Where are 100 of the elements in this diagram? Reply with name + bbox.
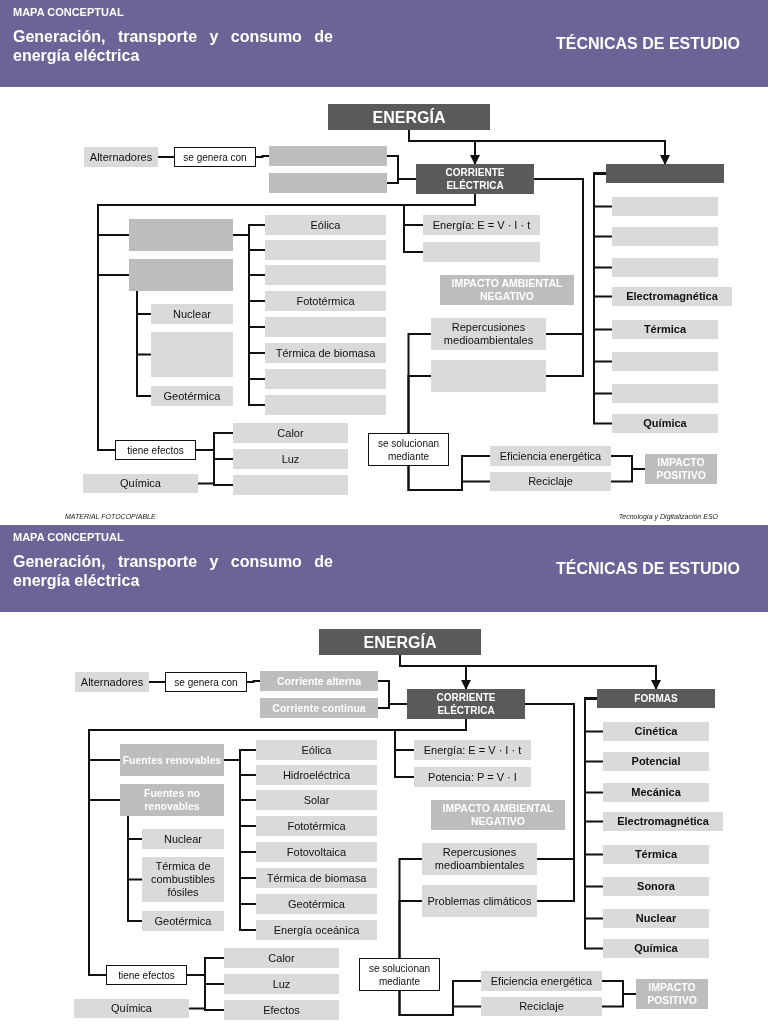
concept-box: Fototérmica	[256, 816, 377, 836]
page-title: Generación, transporte y consumo de energía eléctrica	[13, 27, 333, 65]
concept-box: Eficiencia energética	[490, 446, 611, 466]
concept-box: Electromagnética	[603, 812, 723, 831]
connector-line	[127, 815, 143, 922]
connector-line	[610, 468, 646, 483]
answer-box	[265, 265, 386, 285]
answer-box	[129, 219, 233, 251]
answer-box	[612, 384, 718, 403]
heading-box: CORRIENTE ELÉCTRICA	[407, 689, 525, 719]
concept-box: Eólica	[256, 740, 377, 760]
heading-box: CORRIENTE ELÉCTRICA	[416, 164, 534, 194]
connector-line	[136, 290, 152, 397]
answer-box	[431, 360, 546, 392]
answer-box	[265, 395, 386, 415]
heading-box: ENERGÍA	[319, 629, 481, 655]
connector-line	[407, 465, 491, 491]
answer-box	[269, 146, 387, 166]
connector-line	[407, 375, 432, 434]
linking-phrase-box: se solucionan mediante	[359, 958, 440, 991]
connector-line	[148, 681, 166, 683]
category-box: Corriente continua	[260, 698, 378, 718]
section-label: MAPA CONCEPTUAL	[13, 5, 125, 19]
concept-box: Térmica de combustibles fósiles	[142, 857, 224, 902]
concept-box: Luz	[224, 974, 339, 994]
linking-phrase-box: tiene efectos	[115, 440, 196, 460]
answer-box	[612, 197, 718, 216]
concept-box: Calor	[224, 948, 339, 968]
concept-box: Fotovoltaica	[256, 842, 377, 862]
concept-box: Geotérmica	[256, 894, 377, 914]
connector-line	[255, 155, 270, 158]
concept-box: Nuclear	[603, 909, 709, 928]
concept-box: Térmica de biomasa	[265, 343, 386, 363]
concept-box: Energía oceánica	[256, 920, 377, 940]
arrow	[408, 129, 670, 165]
concept-box: Térmica	[603, 845, 709, 864]
category-box: IMPACTO AMBIENTAL NEGATIVO	[431, 800, 565, 830]
concept-box: Nuclear	[151, 304, 233, 324]
category-box: Fuentes no renovables	[120, 784, 224, 816]
connector-line	[197, 482, 234, 486]
concept-box: Química	[83, 474, 198, 493]
concept-box: Alternadores	[84, 147, 158, 167]
connector-line	[533, 178, 584, 377]
connector-line	[157, 156, 175, 158]
concept-box: Mecánica	[603, 783, 709, 802]
concept-box: Repercusiones medioambientales	[431, 318, 546, 350]
category-box: Corriente alterna	[260, 671, 378, 691]
category-box: Fuentes renovables	[120, 744, 224, 776]
concept-box: Energía: E = V · I · t	[414, 740, 531, 760]
answer-box	[269, 173, 387, 193]
concept-box: Hidroeléctrica	[256, 765, 377, 785]
linking-phrase-box: tiene efectos	[106, 965, 187, 985]
connector-line	[524, 703, 575, 902]
connector-line	[398, 990, 482, 1016]
category-box: IMPACTO POSITIVO	[636, 979, 708, 1009]
concept-box: Energía: E = V · I · t	[423, 215, 540, 235]
connector-line	[246, 680, 261, 683]
connector-line	[398, 900, 423, 959]
linking-phrase-box: se genera con	[165, 672, 247, 692]
concept-box: Térmica	[612, 320, 718, 339]
answer-box	[265, 317, 386, 337]
answer-box	[151, 332, 233, 377]
heading-box: ENERGÍA	[328, 104, 490, 130]
concept-box: Cinética	[603, 722, 709, 741]
answer-box	[612, 258, 718, 277]
section-title: TÉCNICAS DE ESTUDIO	[555, 34, 740, 53]
connector-line	[188, 1007, 225, 1011]
concept-box: Potencial	[603, 752, 709, 771]
concept-box: Eficiencia energética	[481, 971, 602, 991]
connector-line	[601, 993, 637, 1008]
connector-line	[403, 193, 476, 253]
concept-box: Nuclear	[142, 829, 224, 849]
concept-box: Reciclaje	[490, 472, 611, 491]
concept-box: Calor	[233, 423, 348, 443]
connector-line	[386, 178, 417, 184]
connector-line	[394, 718, 467, 778]
concept-box: Química	[612, 414, 718, 433]
category-box: IMPACTO POSITIVO	[645, 454, 717, 484]
linking-phrase-box: se genera con	[174, 147, 256, 167]
section-label: MAPA CONCEPTUAL	[13, 530, 125, 544]
concept-box: Eólica	[265, 215, 386, 235]
page-title: Generación, transporte y consumo de energía eléctrica	[13, 552, 333, 590]
answer-box	[612, 352, 718, 371]
concept-box: Térmica de biomasa	[256, 868, 377, 888]
concept-box: Química	[74, 999, 189, 1018]
answer-box	[606, 164, 724, 183]
category-box: IMPACTO AMBIENTAL NEGATIVO	[440, 275, 574, 305]
answer-box	[612, 227, 718, 246]
concept-box: Potencia: P = V · I	[414, 767, 531, 787]
connector-line	[232, 234, 266, 406]
concept-box: Fototérmica	[265, 291, 386, 311]
answer-box	[265, 369, 386, 389]
answer-box	[265, 240, 386, 260]
concept-box: Sonora	[603, 877, 709, 896]
section-title: TÉCNICAS DE ESTUDIO	[555, 559, 740, 578]
connector-line	[377, 703, 408, 709]
connector-line	[223, 759, 257, 931]
concept-box: Química	[603, 939, 709, 958]
heading-box: FORMAS	[597, 689, 715, 708]
concept-box: Solar	[256, 790, 377, 810]
